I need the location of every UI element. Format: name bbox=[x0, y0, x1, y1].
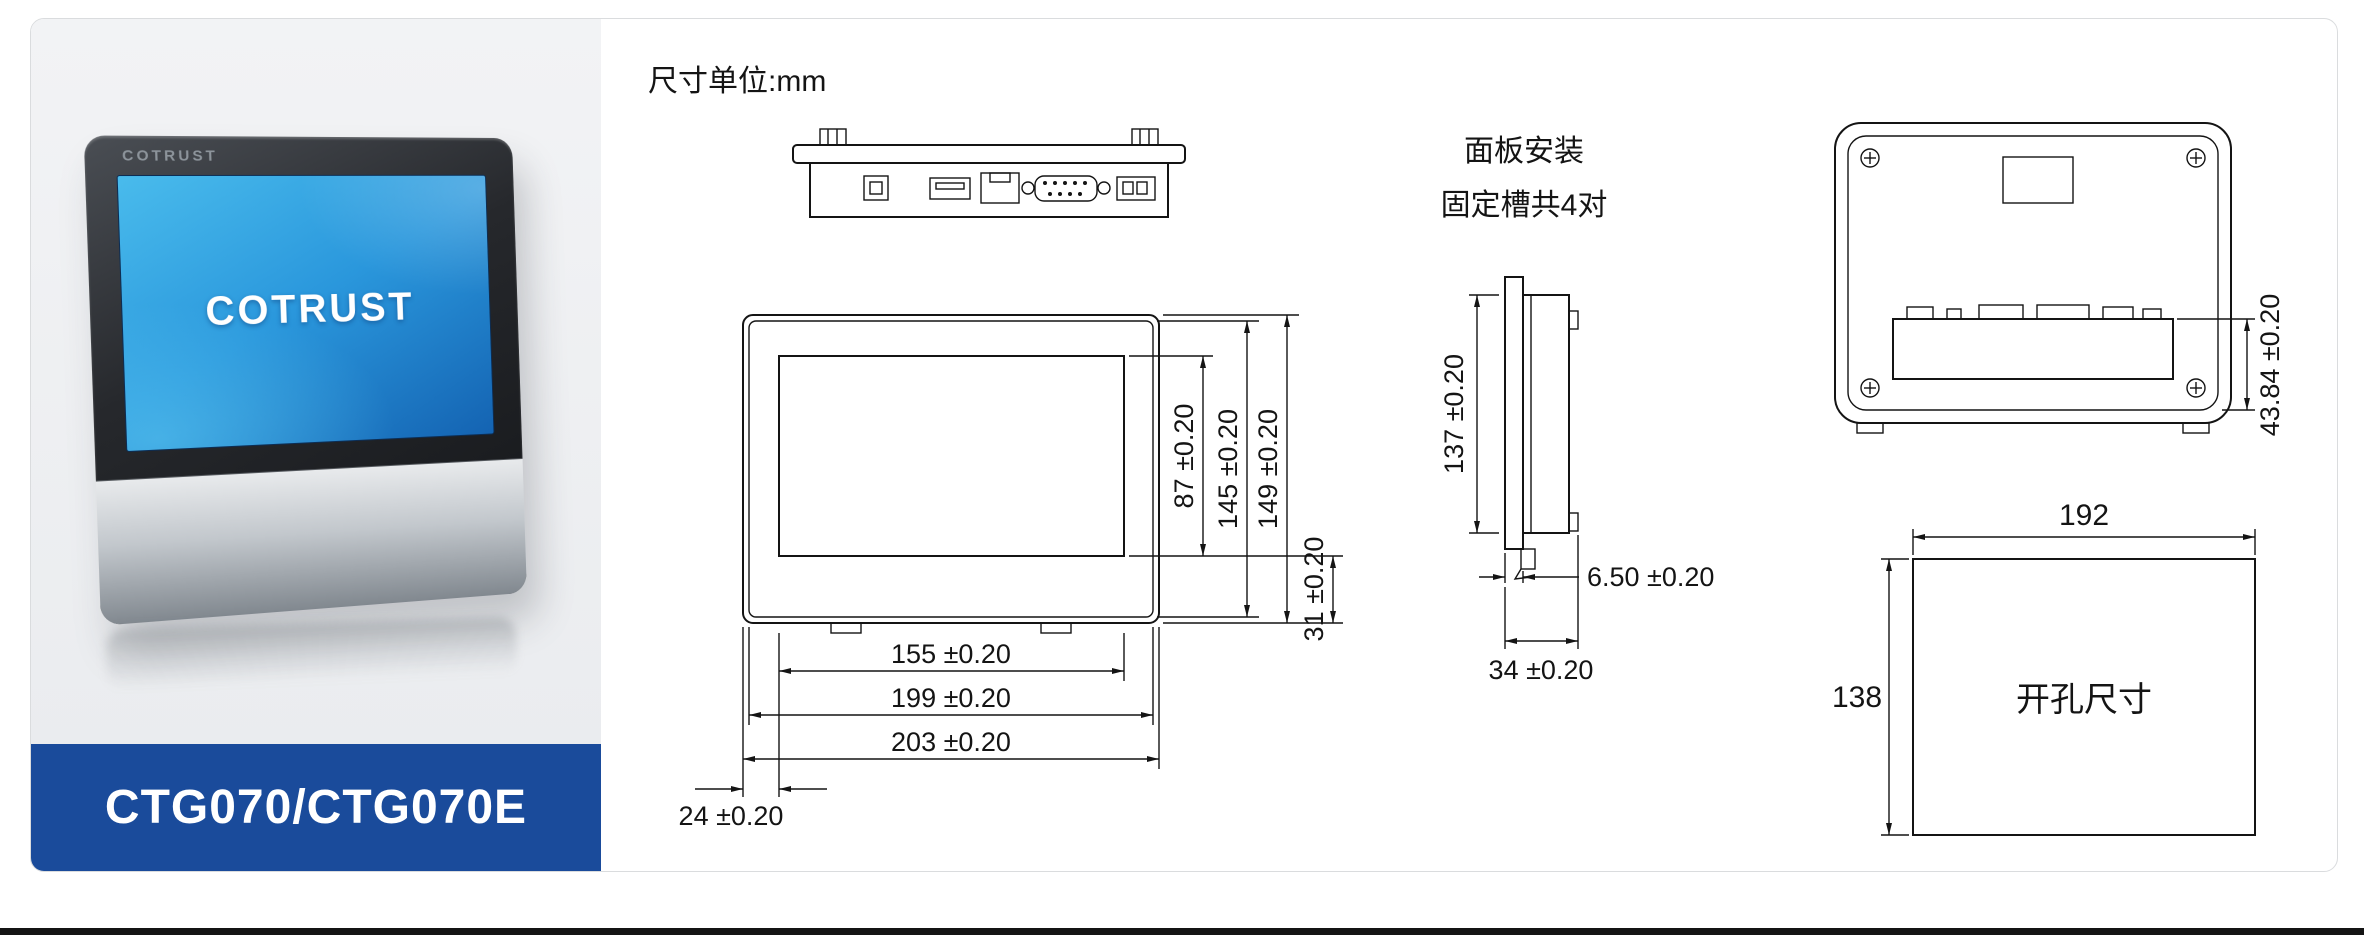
model-name: CTG070/CTG070E bbox=[104, 781, 528, 834]
dim-left-margin: 24 ±0.20 bbox=[679, 801, 784, 831]
cutout-rect bbox=[1912, 558, 2256, 836]
front-view-dimension-lines bbox=[695, 314, 1343, 797]
dim-bezel-thickness: 6.50 ±0.20 bbox=[1587, 562, 1714, 592]
side-view-outline bbox=[1504, 276, 1579, 580]
top-view bbox=[792, 128, 1186, 218]
corner-screws bbox=[1860, 148, 2206, 398]
cutout-label: 开孔尺寸 bbox=[2016, 681, 2152, 719]
rear-view-outline bbox=[1834, 122, 2232, 434]
dim-body-height: 145 ±0.20 bbox=[1213, 409, 1243, 529]
dim-total-width: 203 ±0.20 bbox=[891, 727, 1011, 757]
dimension-drawings: 尺寸单位:mm bbox=[648, 65, 2285, 836]
cutout-dimension-lines bbox=[1881, 529, 2256, 836]
top-view-outline bbox=[792, 128, 1186, 218]
dim-screen-width: 155 ±0.20 bbox=[891, 639, 1011, 669]
rear-view-dimension-lines bbox=[2177, 318, 2255, 411]
ethernet-port bbox=[980, 172, 1020, 204]
side-view-dimension-lines bbox=[1469, 294, 1579, 649]
top-view-ports bbox=[863, 172, 1156, 204]
sd-slot bbox=[863, 175, 889, 201]
side-view: 面板安装 固定槽共4对 bbox=[1439, 135, 1714, 685]
dim-cutout-width: 192 bbox=[2059, 499, 2109, 532]
front-view: 87 ±0.20 145 ±0.20 149 ±0.20 31 ±0.20 15… bbox=[679, 314, 1343, 831]
side-view-title-1: 面板安装 bbox=[1464, 135, 1584, 168]
product-panel: COTRUST COTRUST CTG070/CTG070E bbox=[31, 19, 601, 871]
rear-view: 43.84 ±0.20 bbox=[1834, 122, 2285, 436]
cutout-view: 192 138 开孔尺寸 bbox=[1832, 499, 2256, 836]
power-terminal bbox=[1116, 176, 1156, 201]
rear-connectors bbox=[1906, 304, 2162, 320]
rear-label-recess bbox=[2002, 156, 2074, 204]
unit-label: 尺寸单位:mm bbox=[648, 65, 826, 98]
dim-depth: 34 ±0.20 bbox=[1489, 655, 1594, 685]
usb-port bbox=[929, 177, 971, 200]
connector-bay bbox=[1892, 318, 2174, 380]
front-view-outline bbox=[742, 314, 1160, 634]
page-footer-rule bbox=[0, 928, 2364, 935]
dim-mount-depth: 43.84 ±0.20 bbox=[2255, 294, 2285, 436]
dim-body-width: 199 ±0.20 bbox=[891, 683, 1011, 713]
dim-screen-height: 87 ±0.20 bbox=[1169, 404, 1199, 509]
side-view-title-2: 固定槽共4对 bbox=[1441, 189, 1608, 222]
spec-card: COTRUST COTRUST CTG070/CTG070E 尺寸单位:mm bbox=[30, 18, 2338, 872]
model-banner: CTG070/CTG070E bbox=[31, 744, 601, 871]
dim-panel-height: 137 ±0.20 bbox=[1439, 354, 1469, 474]
display-area bbox=[778, 355, 1125, 557]
dim-bottom-margin: 31 ±0.20 bbox=[1299, 537, 1329, 642]
db9-serial-port bbox=[1034, 175, 1098, 202]
dim-cutout-height: 138 bbox=[1832, 681, 1882, 714]
dim-total-height: 149 ±0.20 bbox=[1253, 409, 1283, 529]
